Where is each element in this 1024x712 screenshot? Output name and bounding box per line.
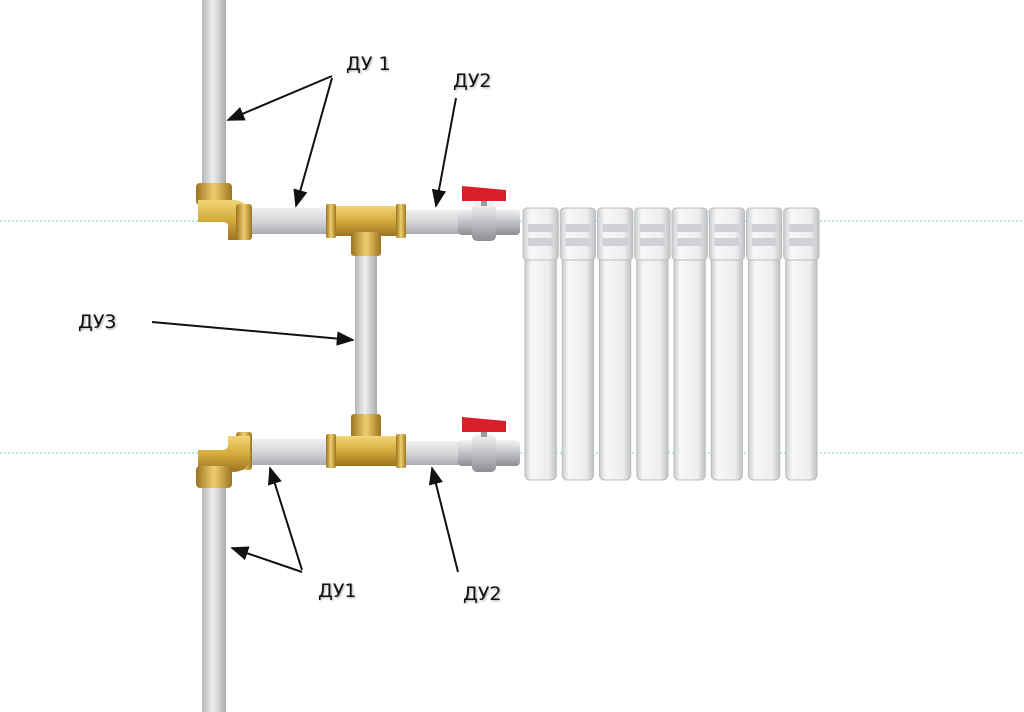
- bottom-elbow-fitting: [196, 432, 252, 488]
- label-du3: ДУ3: [78, 311, 117, 333]
- label-du2-bottom: ДУ2: [463, 583, 502, 605]
- radiator-section: [671, 207, 708, 481]
- arrow-du1-top-pipe: [293, 77, 333, 208]
- radiator-section: [522, 207, 559, 481]
- radiator-section: [783, 207, 820, 481]
- arrow-du2-bottom: [428, 466, 459, 573]
- top-tee-fitting: [326, 204, 406, 256]
- radiator-section: [746, 207, 783, 481]
- supply-pipe-right: [398, 210, 468, 234]
- label-du1-bottom: ДУ1: [318, 580, 357, 602]
- arrow-du2-top: [431, 97, 457, 208]
- return-pipe-right: [398, 441, 468, 465]
- radiator-section: [634, 207, 671, 481]
- riser-pipe-bottom: [202, 470, 226, 712]
- radiator: [522, 207, 820, 481]
- label-du2-top: ДУ2: [453, 70, 492, 92]
- arrow-du1-bottom-pipe: [267, 466, 303, 571]
- top-elbow-fitting: [196, 183, 252, 240]
- arrow-du1-top-riser: [226, 75, 333, 121]
- leader-arrows: [151, 75, 459, 573]
- bottom-ball-valve: [458, 417, 520, 472]
- radiator-section: [597, 207, 634, 481]
- arrow-du1-bottom-riser: [230, 546, 303, 573]
- top-ball-valve: [458, 186, 520, 241]
- riser-pipe-top: [202, 0, 226, 200]
- bottom-tee-fitting: [326, 414, 406, 468]
- bypass-pipe: [355, 255, 377, 420]
- radiator-section: [708, 207, 745, 481]
- label-du1-top: ДУ 1: [346, 53, 391, 75]
- radiator-section: [559, 207, 596, 481]
- arrow-du3-bypass: [151, 321, 355, 346]
